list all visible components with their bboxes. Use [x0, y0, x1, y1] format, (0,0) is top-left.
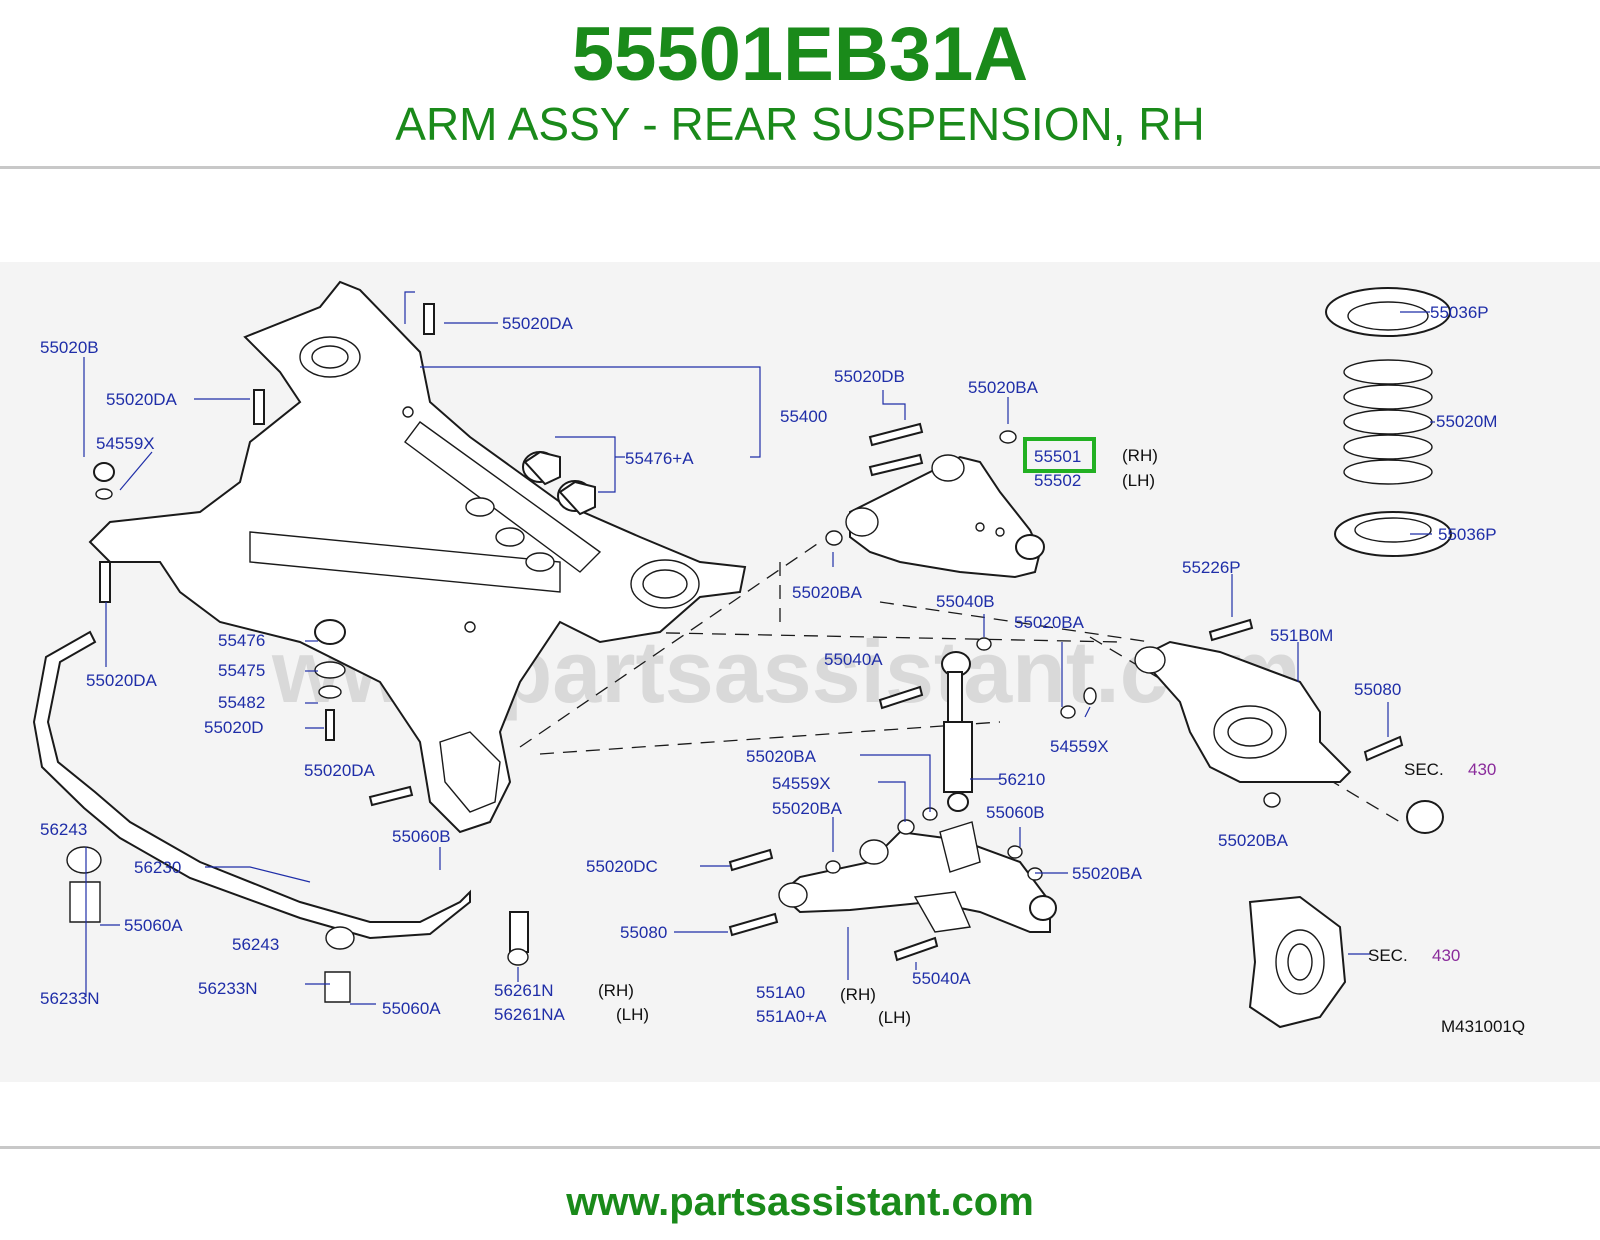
- label-lh-lower: (LH): [878, 1008, 911, 1027]
- stabilizer-bar-56230: [32, 630, 529, 1003]
- label-56230: 56230: [134, 858, 181, 877]
- assembly-dashed-lines: [519, 541, 1401, 823]
- lower-link-551B0M: [1060, 618, 1444, 834]
- label-55020DB: 55020DB: [834, 367, 905, 386]
- lower-arm-551A0: [728, 807, 1057, 962]
- coil-spring-assembly: [1325, 287, 1452, 557]
- label-55036P-top: 55036P: [1430, 303, 1489, 322]
- bushings-55476A: [522, 450, 596, 516]
- header: 55501EB31A ARM ASSY - REAR SUSPENSION, R…: [0, 0, 1600, 170]
- parts-diagram-svg: www.partsassistant.com: [32, 280, 1525, 1036]
- parts-diagram: www.partsassistant.com: [0, 262, 1600, 1082]
- label-rh-upper: (RH): [1122, 446, 1158, 465]
- footer-url[interactable]: www.partsassistant.com: [566, 1180, 1034, 1224]
- label-55020DA-mid: 55020DA: [304, 761, 376, 780]
- label-56210: 56210: [998, 770, 1045, 789]
- label-551A0: 551A0: [756, 983, 805, 1002]
- label-55226P: 55226P: [1182, 558, 1241, 577]
- label-551B0M: 551B0M: [1270, 626, 1333, 645]
- label-55400: 55400: [780, 407, 827, 426]
- label-55060A-mid: 55060A: [382, 999, 441, 1018]
- label-55476A: 55476+A: [625, 449, 694, 468]
- label-55040A-upper: 55040A: [824, 650, 883, 669]
- label-55020BA-upper: 55020BA: [968, 378, 1039, 397]
- label-54559X-right: 54559X: [1050, 737, 1109, 756]
- footer-divider: [0, 1146, 1600, 1149]
- label-55020DC: 55020DC: [586, 857, 658, 876]
- label-55501: 55501: [1034, 447, 1081, 466]
- label-56261NA: 56261NA: [494, 1005, 566, 1024]
- upper-arm-55501: [825, 422, 1045, 579]
- label-430-right: 430: [1468, 760, 1496, 779]
- label-55060A-left: 55060A: [124, 916, 183, 935]
- label-sec-knuckle: SEC.: [1368, 946, 1408, 965]
- shock-absorber-56210: [878, 637, 992, 812]
- label-56233N-mid: 56233N: [198, 979, 258, 998]
- label-55080-lower: 55080: [620, 923, 667, 942]
- label-rh-link: (RH): [598, 981, 634, 1000]
- label-55080-right: 55080: [1354, 680, 1401, 699]
- part-number-title: 55501EB31A: [571, 12, 1029, 97]
- header-divider: [0, 166, 1600, 169]
- label-430-knuckle: 430: [1432, 946, 1460, 965]
- drawing-code: M431001Q: [1441, 1017, 1525, 1036]
- label-55040A-lower: 55040A: [912, 969, 971, 988]
- part-name-subtitle: ARM ASSY - REAR SUSPENSION, RH: [395, 98, 1205, 150]
- leader-lines: [83, 291, 1435, 1005]
- label-sec-right: SEC.: [1404, 760, 1444, 779]
- label-551A0A: 551A0+A: [756, 1007, 827, 1026]
- knuckle-sec430: [1248, 895, 1347, 1029]
- label-55502: 55502: [1034, 471, 1081, 490]
- label-55476: 55476: [218, 631, 265, 650]
- label-lh-upper: (LH): [1122, 471, 1155, 490]
- label-55020DA-top: 55020DA: [502, 314, 574, 333]
- label-55040B: 55040B: [936, 592, 995, 611]
- label-55020D: 55020D: [204, 718, 264, 737]
- label-rh-lower: (RH): [840, 985, 876, 1004]
- rear-subframe-55400: [88, 280, 747, 834]
- label-lh-link: (LH): [616, 1005, 649, 1024]
- label-55020B: 55020B: [40, 338, 99, 357]
- label-55020BA-arm: 55020BA: [1072, 864, 1143, 883]
- label-55020BA-link: 55020BA: [1218, 831, 1289, 850]
- mount-stack: [314, 619, 346, 741]
- label-54559X-lower: 54559X: [772, 774, 831, 793]
- part-labels: 55020DA 55020B 55020DA 54559X 55400 5547…: [40, 303, 1525, 1036]
- label-55020DA-left: 55020DA: [106, 390, 178, 409]
- label-54559X-left: 54559X: [96, 434, 155, 453]
- label-55020BA-mid: 55020BA: [792, 583, 863, 602]
- label-55482: 55482: [218, 693, 265, 712]
- label-55020BA-lower: 55020BA: [772, 799, 843, 818]
- label-55036P-bottom: 55036P: [1438, 525, 1497, 544]
- label-56261N: 56261N: [494, 981, 554, 1000]
- label-55060B-left: 55060B: [392, 827, 451, 846]
- label-56243-left: 56243: [40, 820, 87, 839]
- label-55020BA-right: 55020BA: [1014, 613, 1085, 632]
- label-56243-mid: 56243: [232, 935, 279, 954]
- label-56233N-left: 56233N: [40, 989, 100, 1008]
- label-55475: 55475: [218, 661, 265, 680]
- label-55020DA-lower-left: 55020DA: [86, 671, 158, 690]
- label-55020M: 55020M: [1436, 412, 1497, 431]
- label-55020BA-shock: 55020BA: [746, 747, 817, 766]
- label-55060B-right: 55060B: [986, 803, 1045, 822]
- highlight-box: [1023, 437, 1096, 473]
- left-fasteners: [93, 303, 435, 807]
